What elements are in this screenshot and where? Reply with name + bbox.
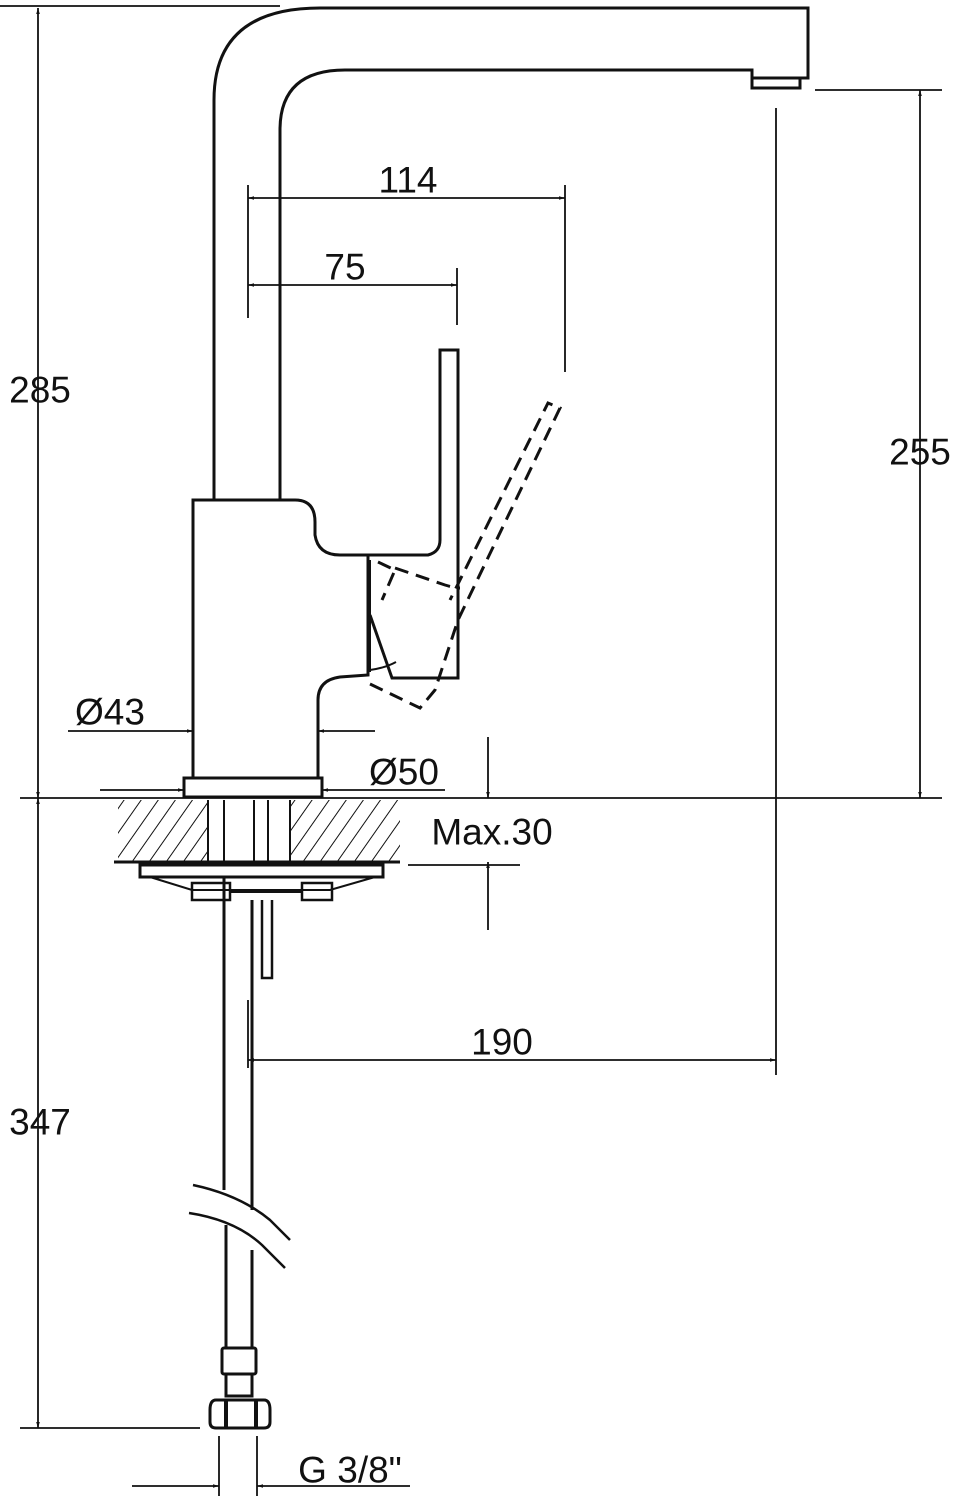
base-diameter-label: Ø50 [369, 751, 439, 793]
handle [368, 348, 460, 680]
countertop-section [114, 800, 400, 980]
max-thickness-label: Max.30 [431, 811, 553, 853]
supply-hose [188, 878, 291, 1430]
hose-length-label: 347 [9, 1101, 71, 1143]
body-diameter-label: Ø43 [75, 691, 145, 733]
total-height-label: 285 [9, 369, 71, 411]
connection-thread-label: G 3/8" [298, 1449, 402, 1491]
spout [212, 6, 810, 500]
handle-alt-position [369, 401, 563, 710]
faucet-body [182, 498, 370, 799]
spout-reach-label: 190 [471, 1021, 533, 1063]
handle-swing-label: 114 [378, 159, 438, 201]
spout-height-label: 255 [889, 431, 951, 473]
dimension-lines [0, 5, 942, 1496]
handle-reach-label: 75 [324, 246, 366, 288]
